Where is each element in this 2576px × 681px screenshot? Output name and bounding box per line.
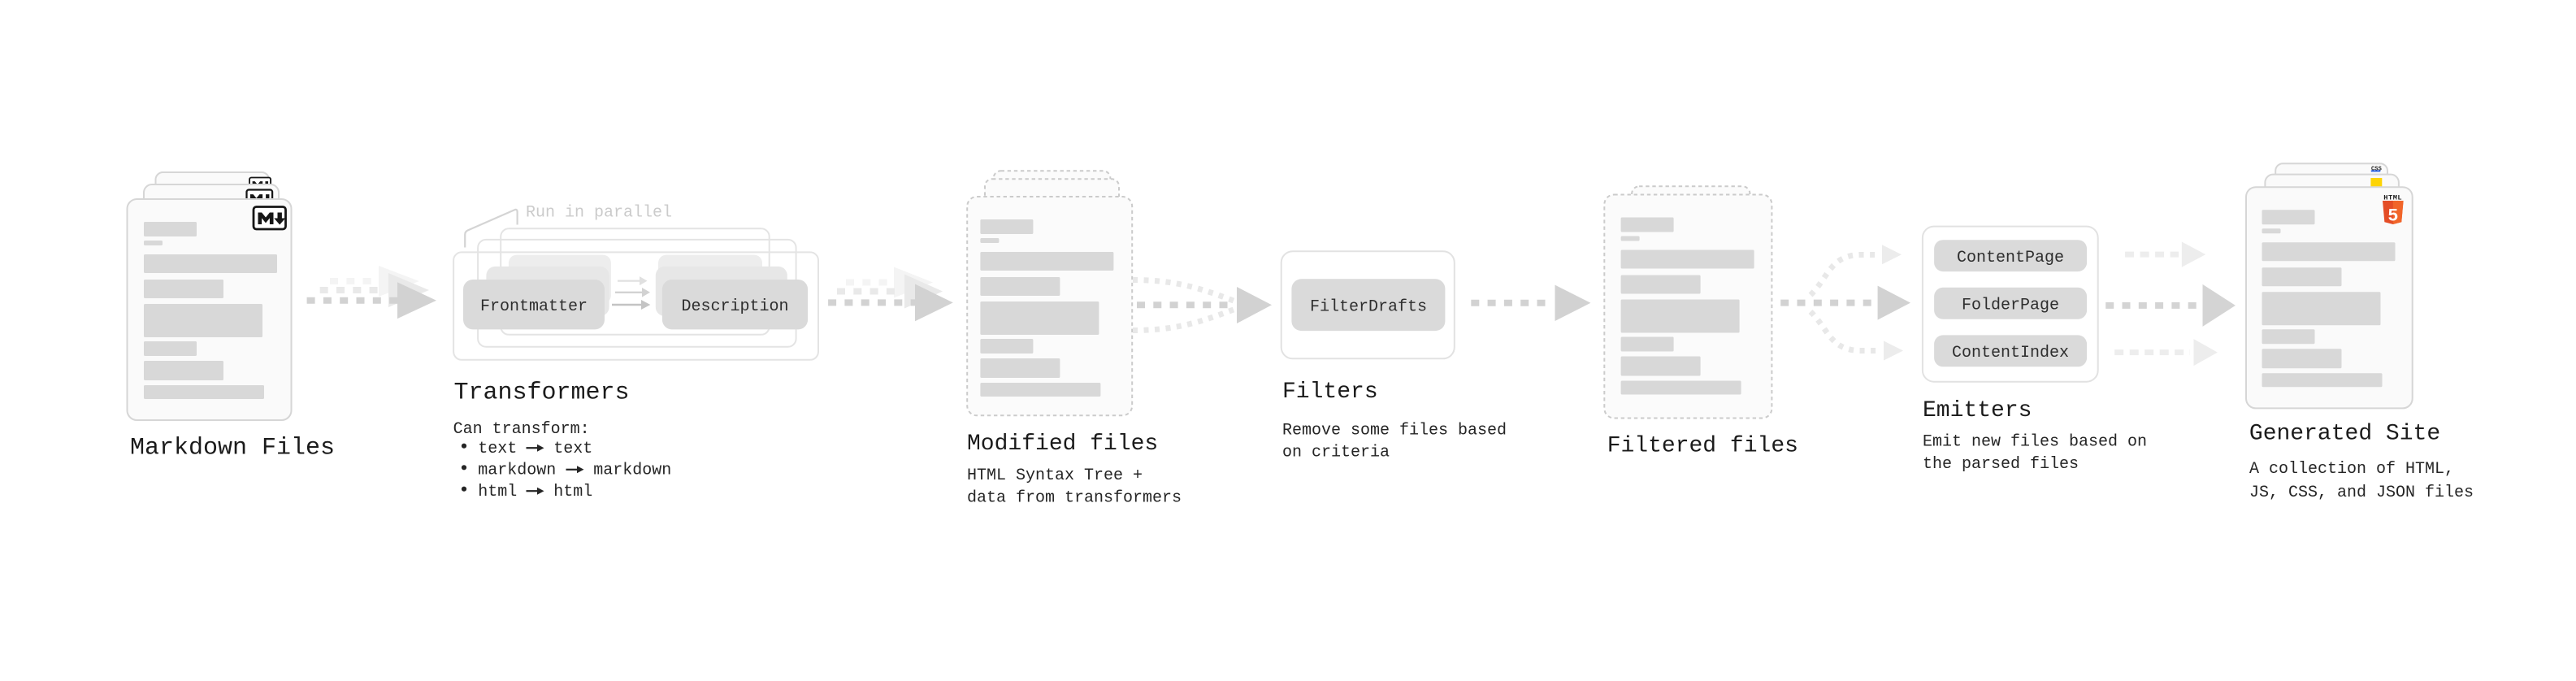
svg-text:Markdown Files: Markdown Files bbox=[130, 435, 335, 462]
svg-text:text: text bbox=[478, 440, 517, 458]
svg-text:CSS: CSS bbox=[2371, 166, 2382, 172]
svg-text:markdown: markdown bbox=[593, 461, 671, 479]
svg-text:JS, CSS, and JSON files: JS, CSS, and JSON files bbox=[2249, 484, 2474, 502]
svg-text:Generated Site: Generated Site bbox=[2249, 422, 2440, 447]
svg-text:Remove some files based: Remove some files based bbox=[1282, 422, 1507, 440]
svg-text:the parsed files: the parsed files bbox=[1923, 455, 2079, 474]
svg-text:Run in parallel: Run in parallel bbox=[526, 204, 672, 223]
svg-text:HTML Syntax Tree +: HTML Syntax Tree + bbox=[967, 466, 1143, 485]
svg-text:HTML: HTML bbox=[2383, 193, 2402, 202]
svg-text:text: text bbox=[553, 440, 592, 458]
svg-text:Can transform:: Can transform: bbox=[453, 420, 590, 439]
svg-text:FolderPage: FolderPage bbox=[1962, 296, 2059, 314]
svg-text:5: 5 bbox=[2387, 206, 2398, 227]
svg-text:markdown: markdown bbox=[478, 461, 556, 479]
svg-text:html: html bbox=[553, 483, 592, 501]
svg-text:Frontmatter: Frontmatter bbox=[480, 297, 588, 316]
svg-text:html: html bbox=[478, 483, 517, 501]
svg-text:A collection of HTML,: A collection of HTML, bbox=[2249, 460, 2454, 479]
svg-text:ContentIndex: ContentIndex bbox=[1952, 344, 2069, 362]
svg-text:Modified files: Modified files bbox=[967, 432, 1158, 457]
svg-text:Emit new files based on: Emit new files based on bbox=[1923, 433, 2147, 452]
svg-text:Description: Description bbox=[681, 297, 788, 316]
svg-text:ContentPage: ContentPage bbox=[1957, 249, 2064, 267]
svg-text:Filters: Filters bbox=[1282, 380, 1378, 405]
svg-text:Filtered files: Filtered files bbox=[1607, 434, 1798, 459]
svg-text:data from transformers: data from transformers bbox=[967, 489, 1182, 508]
svg-text:on criteria: on criteria bbox=[1282, 444, 1390, 462]
svg-text:Transformers: Transformers bbox=[454, 380, 630, 407]
svg-text:Emitters: Emitters bbox=[1923, 398, 2032, 423]
svg-text:FilterDrafts: FilterDrafts bbox=[1310, 297, 1427, 316]
